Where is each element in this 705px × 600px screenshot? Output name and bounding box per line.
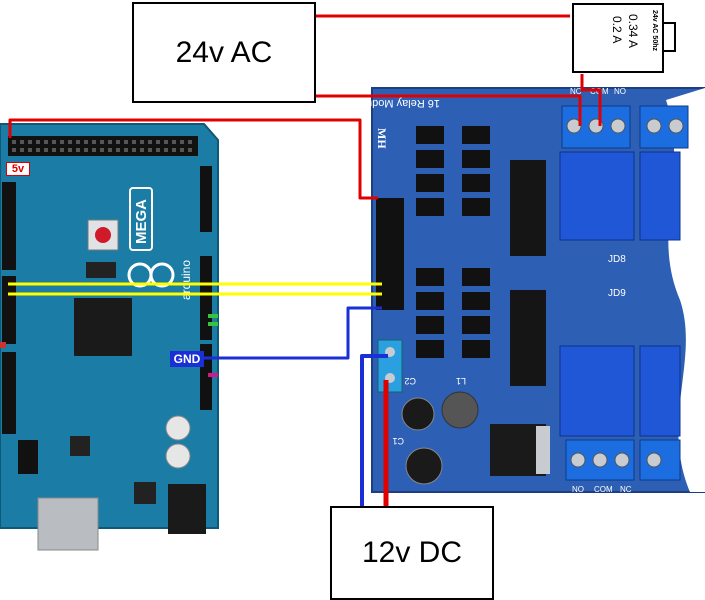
dc-power-source-box: 12v DC [330,506,494,600]
dc-power-label: 12v DC [361,536,463,569]
top-terminal-label-nc: NC [570,87,582,96]
ammeter-line-1: 24v AC 50hz [651,10,658,51]
relay-module-title: 16 Relay Module [357,97,440,109]
dc-ground-wire [360,354,388,506]
bottom-terminal-label-no: NO [572,485,584,494]
relay-label-jd9: JD9 [608,288,626,299]
ac-power-source-box: 24v AC [132,2,316,103]
ac-wire-meter-to-relay [580,74,602,126]
arduino-mega-board: MEGA arduino [0,123,219,551]
gnd-pin-tag: GND [170,351,204,367]
ammeter-box [572,3,664,73]
relay-label-jd8: JD8 [608,254,626,265]
ammeter-terminal [662,22,676,52]
bottom-terminal-label-com: COM [594,485,613,494]
wires [8,14,602,506]
arduino-model-text: MEGA [133,199,150,244]
relay-module-board: 16 Relay Module MH JD8 JD9 [357,87,705,494]
top-terminal-label-no: NO [614,87,626,96]
bottom-terminal-label-nc: NC [620,485,632,494]
relay-module-brand: MH [375,128,389,149]
ammeter-line-2: 0.34 A [626,14,640,49]
ac-power-label: 24v AC [175,35,273,69]
component-label-c2: C2 [404,376,416,386]
ac-wire-to-relay-nc [316,94,582,126]
arduino-brand-text: arduino [179,260,193,300]
5v-pin-tag: 5v [6,162,30,176]
component-label-l1: L1 [456,376,466,386]
5v-wire [8,118,378,200]
gnd-wire [204,306,382,360]
ammeter-line-3: 0.2 A [610,16,624,44]
component-label-c1: C1 [392,436,404,446]
